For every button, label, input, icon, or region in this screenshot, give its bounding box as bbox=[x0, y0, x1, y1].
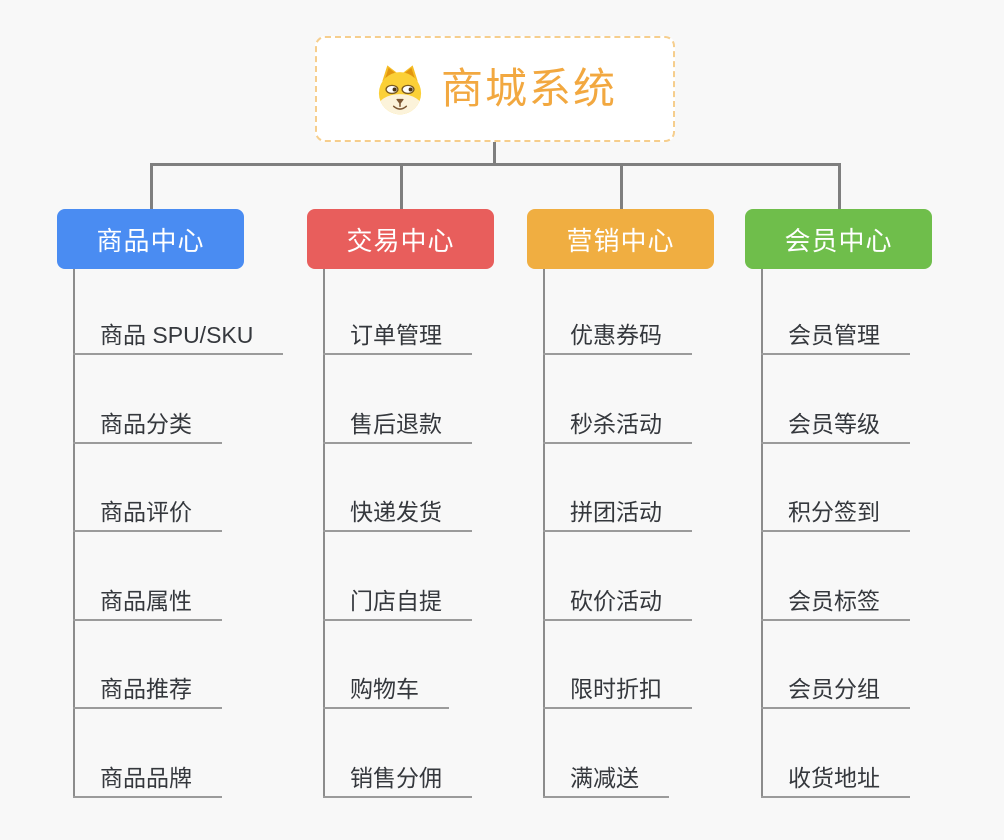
branch-children-line-product-center bbox=[73, 269, 75, 798]
leaf-node[interactable]: 优惠券码 bbox=[543, 318, 692, 355]
branch-drop-line-2 bbox=[399, 163, 403, 210]
leaf-node[interactable]: 售后退款 bbox=[323, 407, 472, 444]
trunk-rail-line bbox=[149, 163, 841, 166]
leaf-node[interactable]: 砍价活动 bbox=[543, 584, 692, 621]
leaf-node[interactable]: 会员标签 bbox=[761, 584, 910, 621]
leaf-node[interactable]: 销售分佣 bbox=[323, 761, 472, 798]
root-connector-line bbox=[493, 142, 496, 166]
leaf-node[interactable]: 商品推荐 bbox=[73, 672, 222, 709]
root-node[interactable]: 商城系统 bbox=[315, 36, 675, 142]
leaf-node[interactable]: 积分签到 bbox=[761, 495, 910, 532]
leaf-node[interactable]: 会员管理 bbox=[761, 318, 910, 355]
leaf-node[interactable]: 秒杀活动 bbox=[543, 407, 692, 444]
branch-node-trade-center[interactable]: 交易中心 bbox=[307, 209, 494, 269]
leaf-node[interactable]: 订单管理 bbox=[323, 318, 472, 355]
branch-node-marketing-center[interactable]: 营销中心 bbox=[527, 209, 714, 269]
branch-children-line-member-center bbox=[761, 269, 763, 798]
root-title: 商城系统 bbox=[440, 65, 617, 112]
leaf-node[interactable]: 快递发货 bbox=[323, 495, 472, 532]
branch-node-member-center[interactable]: 会员中心 bbox=[745, 209, 932, 269]
branch-children-line-marketing-center bbox=[543, 269, 545, 798]
leaf-node[interactable]: 限时折扣 bbox=[543, 672, 692, 709]
branch-drop-line-1 bbox=[149, 163, 153, 210]
branch-drop-line-3 bbox=[619, 163, 623, 210]
leaf-node[interactable]: 门店自提 bbox=[323, 584, 472, 621]
leaf-node[interactable]: 会员分组 bbox=[761, 672, 910, 709]
leaf-node[interactable]: 会员等级 bbox=[761, 407, 910, 444]
branch-node-product-center[interactable]: 商品中心 bbox=[57, 209, 244, 269]
branch-children-line-trade-center bbox=[323, 269, 325, 798]
leaf-node[interactable]: 商品 SPU/SKU bbox=[73, 318, 284, 355]
branch-drop-line-4 bbox=[837, 163, 841, 210]
leaf-node[interactable]: 商品评价 bbox=[73, 495, 222, 532]
dog-face-icon bbox=[378, 65, 422, 115]
leaf-node[interactable]: 拼团活动 bbox=[543, 495, 692, 532]
leaf-node[interactable]: 购物车 bbox=[323, 672, 449, 709]
leaf-node[interactable]: 满减送 bbox=[543, 761, 669, 798]
leaf-node[interactable]: 收货地址 bbox=[761, 761, 910, 798]
leaf-node[interactable]: 商品分类 bbox=[73, 407, 222, 444]
leaf-node[interactable]: 商品属性 bbox=[73, 584, 222, 621]
leaf-node[interactable]: 商品品牌 bbox=[73, 761, 222, 798]
